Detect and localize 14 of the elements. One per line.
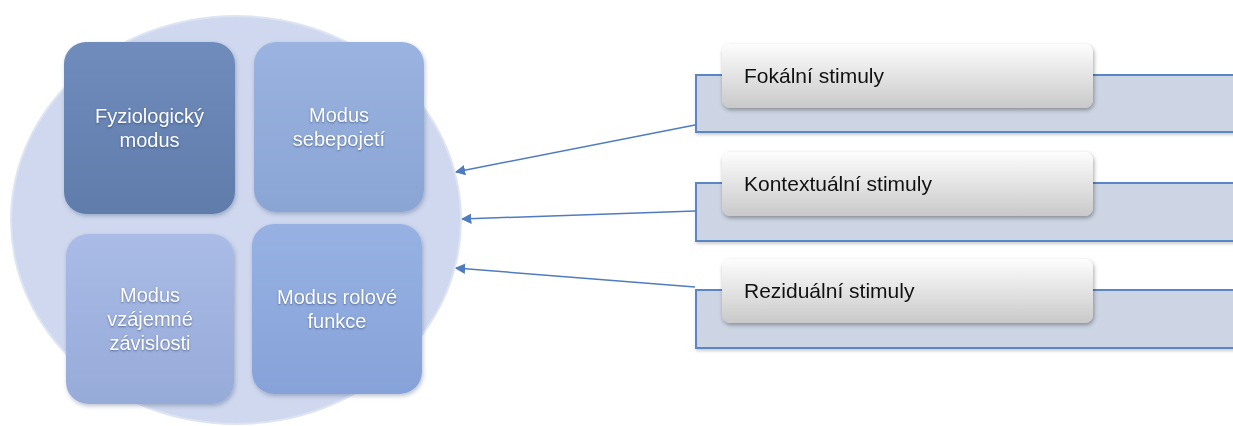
- arrow: [460, 210, 696, 224]
- mode-label: Modus rolové funkce: [275, 285, 399, 333]
- stimulus-tab: Reziduální stimuly: [722, 259, 1093, 323]
- mode-box: [252, 224, 422, 394]
- mode-box: [254, 42, 424, 212]
- mode-box: [66, 234, 234, 404]
- mode-label: Modus vzájemné závislosti: [106, 283, 194, 355]
- mode-box: [64, 42, 235, 214]
- stimulus-tab: Fokální stimuly: [722, 44, 1093, 108]
- arrow: [454, 263, 696, 288]
- arrow: [454, 124, 696, 176]
- mode-label: Modus sebepojetí: [291, 103, 387, 151]
- mode-label: Fyziologický modus: [94, 104, 205, 152]
- stimulus-tab: Kontextuální stimuly: [722, 152, 1093, 216]
